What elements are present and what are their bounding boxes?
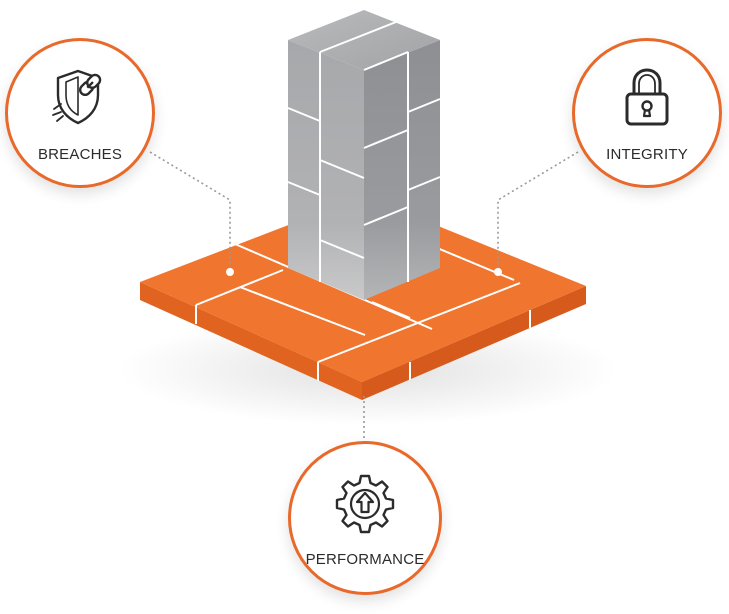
pillar-block-seams: [287, 21, 441, 282]
integrity-node: INTEGRITY: [572, 38, 722, 188]
connector-breaches: [149, 151, 234, 276]
integrity-label: INTEGRITY: [606, 146, 688, 163]
platform-tile-seams: [195, 243, 521, 363]
gear-arrow-up-icon: [335, 474, 395, 534]
breaches-label: BREACHES: [37, 146, 123, 163]
pillar-left-face: [288, 40, 364, 300]
breaches-node: BREACHES: [5, 38, 155, 188]
connector-integrity: [494, 151, 579, 276]
platform-side-seams: [195, 305, 531, 381]
performance-label: PERFORMANCE: [305, 551, 425, 568]
pillar-right-face: [364, 40, 440, 300]
padlock-icon: [625, 68, 669, 126]
shield-link-icon: [52, 69, 102, 125]
performance-node: PERFORMANCE: [288, 441, 442, 595]
